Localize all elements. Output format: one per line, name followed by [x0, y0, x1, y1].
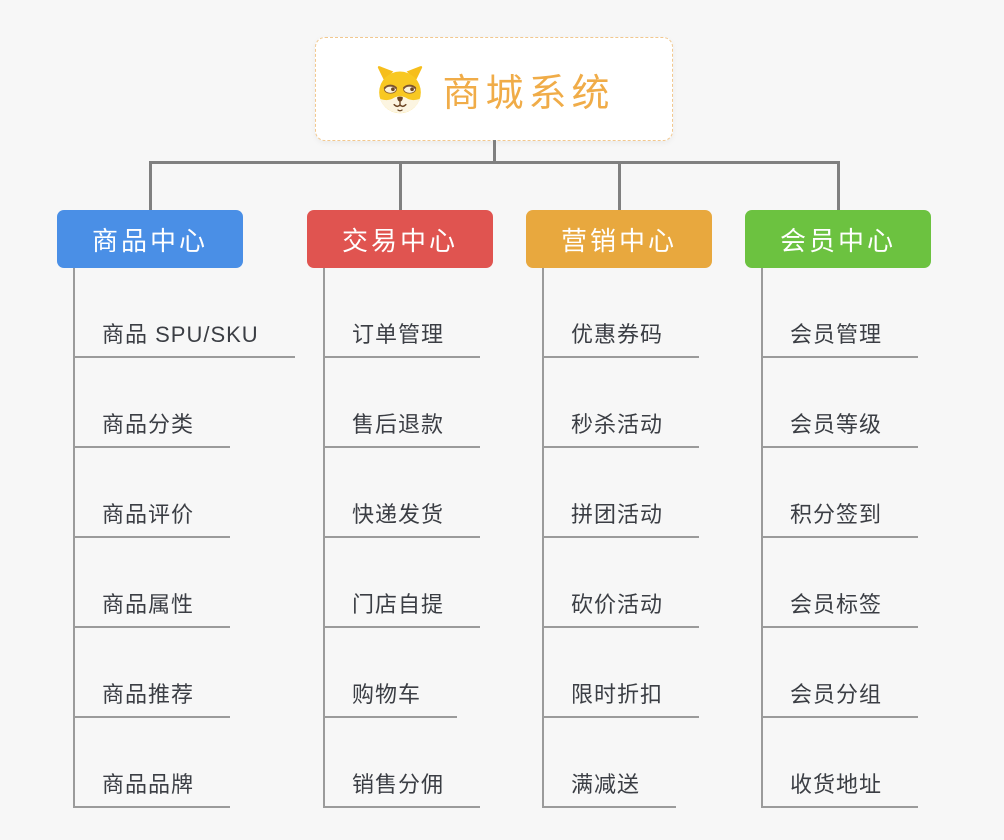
child-node[interactable]: 限时折扣 — [544, 628, 700, 718]
child-node[interactable]: 商品评价 — [75, 448, 231, 538]
branch-children-marketing: 优惠券码 秒杀活动 拼团活动 砍价活动 限时折扣 满减送 — [542, 268, 700, 808]
connector-branch-marketing — [617, 161, 621, 210]
root-node-title: 商城系统 — [442, 72, 615, 115]
branch-node-product-center[interactable]: 商品中心 — [57, 210, 243, 268]
child-node[interactable]: 会员管理 — [763, 268, 919, 358]
connector-root-stub — [493, 140, 496, 163]
connector-bus — [148, 161, 840, 164]
child-node[interactable]: 商品 SPU/SKU — [75, 268, 295, 358]
root-node[interactable]: 商城系统 — [315, 37, 673, 141]
child-node[interactable]: 商品推荐 — [75, 628, 231, 718]
child-node[interactable]: 拼团活动 — [544, 448, 700, 538]
child-node[interactable]: 积分签到 — [763, 448, 919, 538]
branch-node-member-center[interactable]: 会员中心 — [745, 210, 931, 268]
child-node[interactable]: 会员等级 — [763, 358, 919, 448]
branch-node-trade-center[interactable]: 交易中心 — [307, 210, 493, 268]
branch-children-trade: 订单管理 售后退款 快递发货 门店自提 购物车 销售分佣 — [323, 268, 481, 808]
child-node[interactable]: 销售分佣 — [325, 718, 481, 808]
child-node[interactable]: 满减送 — [544, 718, 677, 808]
connector-branch-product — [148, 161, 152, 210]
child-node[interactable]: 会员标签 — [763, 538, 919, 628]
branch-label: 交易中心 — [341, 225, 458, 256]
child-node[interactable]: 会员分组 — [763, 628, 919, 718]
child-node[interactable]: 订单管理 — [325, 268, 481, 358]
connector-branch-trade — [398, 161, 402, 210]
child-node[interactable]: 商品属性 — [75, 538, 231, 628]
child-node[interactable]: 秒杀活动 — [544, 358, 700, 448]
branch-label: 商品中心 — [91, 225, 208, 256]
branch-children-product: 商品 SPU/SKU 商品分类 商品评价 商品属性 商品推荐 商品品牌 — [73, 268, 295, 808]
child-node[interactable]: 商品分类 — [75, 358, 231, 448]
child-node[interactable]: 优惠券码 — [544, 268, 700, 358]
branch-label: 会员中心 — [779, 225, 896, 256]
child-node[interactable]: 门店自提 — [325, 538, 481, 628]
child-node[interactable]: 砍价活动 — [544, 538, 700, 628]
child-node[interactable]: 购物车 — [325, 628, 458, 718]
branch-children-member: 会员管理 会员等级 积分签到 会员标签 会员分组 收货地址 — [761, 268, 919, 808]
branch-label: 营销中心 — [560, 225, 677, 256]
child-node[interactable]: 收货地址 — [763, 718, 919, 808]
connector-branch-member — [836, 161, 840, 210]
branch-node-marketing-center[interactable]: 营销中心 — [526, 210, 712, 268]
child-node[interactable]: 售后退款 — [325, 358, 481, 448]
child-node[interactable]: 快递发货 — [325, 448, 481, 538]
dog-face-icon — [378, 66, 423, 114]
child-node[interactable]: 商品品牌 — [75, 718, 231, 808]
